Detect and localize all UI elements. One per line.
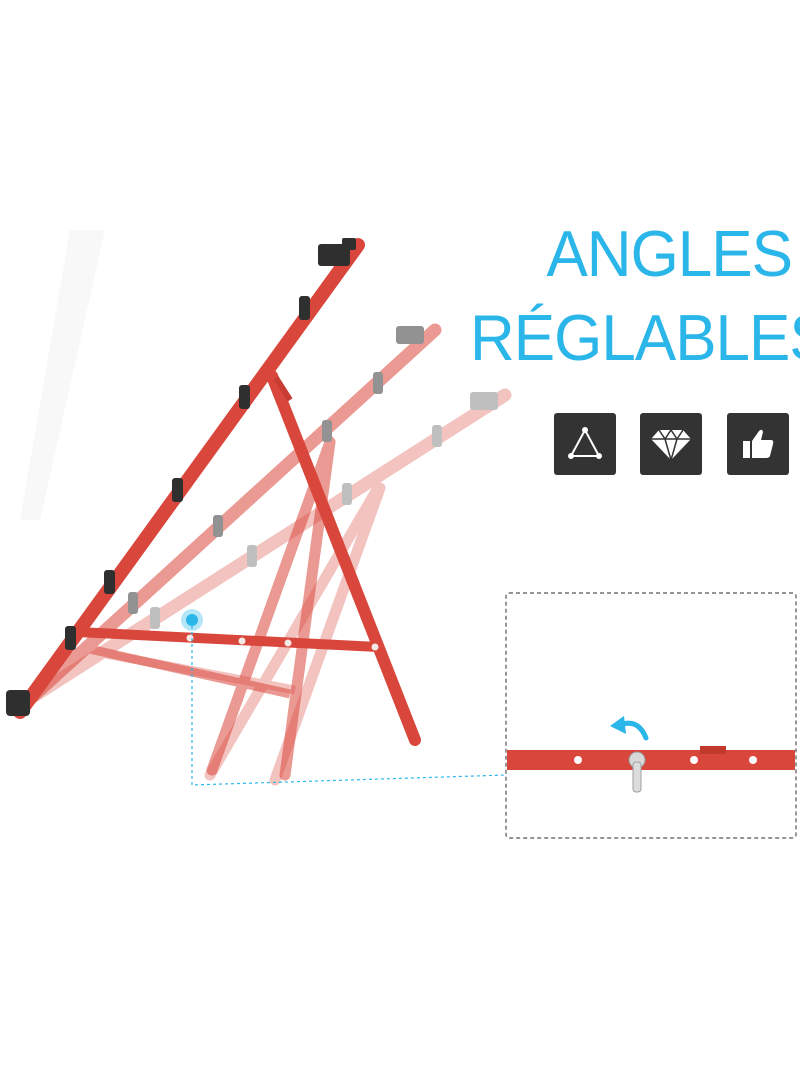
diamond-icon xyxy=(651,428,691,463)
headline-line-2: RÉGLABLES xyxy=(470,302,800,375)
callout-box xyxy=(505,592,797,839)
triangle-icon xyxy=(568,427,602,459)
easel-main xyxy=(6,238,421,746)
feature-badge-triangle xyxy=(554,413,616,475)
headline-line-1: ANGLES xyxy=(546,218,793,291)
easel-ghost-position-2 xyxy=(13,323,442,781)
thumbs-up-icon xyxy=(743,429,774,458)
easel-ghost-position-3 xyxy=(13,388,512,786)
wing-nut xyxy=(628,751,646,793)
faint-background-shading xyxy=(20,230,105,520)
detail-callout xyxy=(181,592,797,839)
feature-badge-diamond xyxy=(640,413,702,475)
feature-badge-thumbs-up xyxy=(727,413,789,475)
rotate-arrow-icon xyxy=(610,716,649,741)
